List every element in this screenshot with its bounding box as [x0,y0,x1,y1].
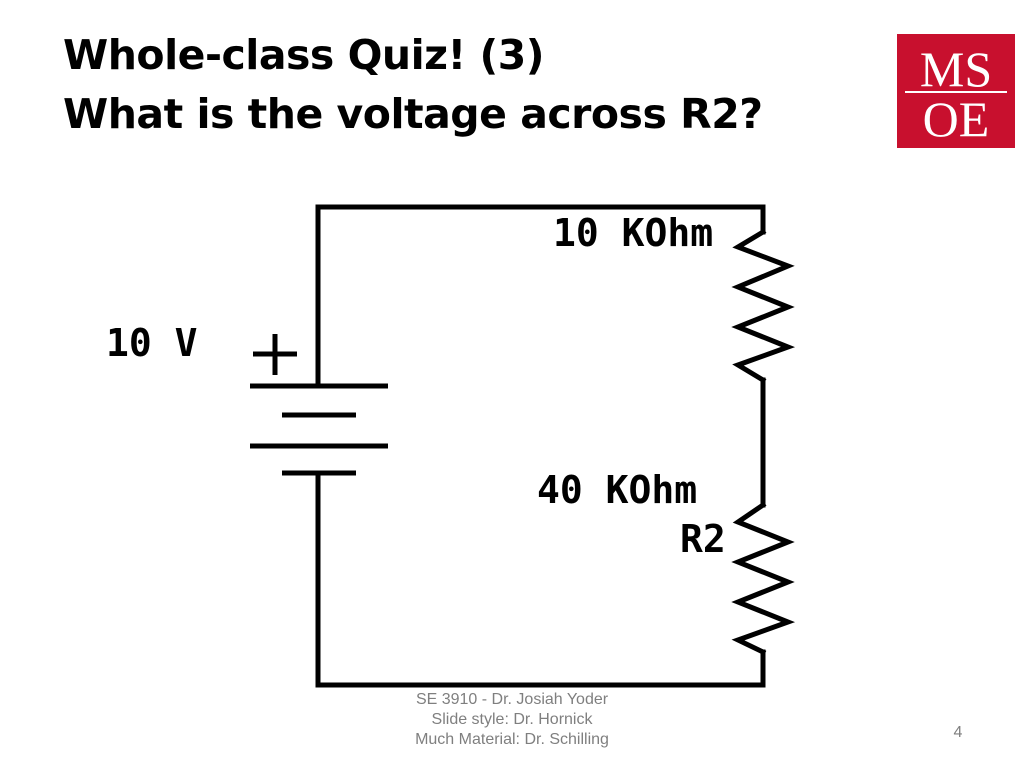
r1-value-label: 10 KOhm [553,211,713,255]
slide-title: Whole-class Quiz! (3) What is the voltag… [63,26,883,144]
msoe-logo: MS OE [897,34,1015,148]
source-voltage-label: 10 V [106,321,198,365]
wire-top [315,204,766,389]
msoe-logo-icon: MS OE [897,34,1015,148]
r2-name-label: R2 [680,517,726,561]
resistor-r1 [731,228,796,384]
r2-value-label: 40 KOhm [537,468,697,512]
slide-footer: SE 3910 - Dr. Josiah Yoder Slide style: … [362,691,662,768]
footer-material: Much Material: Dr. Schilling [415,731,609,748]
title-line-1: Whole-class Quiz! (3) [63,31,545,79]
footer-course-line: SE 3910 - Dr. Josiah Yoder [415,691,609,708]
footer-slide-style: Slide style: Dr. Hornick [431,711,593,728]
logo-text-bottom: OE [923,91,990,147]
logo-text-top: MS [920,41,992,97]
title-line-2: What is the voltage across R2? [63,90,763,138]
page-number: 4 [953,724,963,741]
wire-bottom [315,470,766,688]
resistor-r2 [731,501,796,656]
